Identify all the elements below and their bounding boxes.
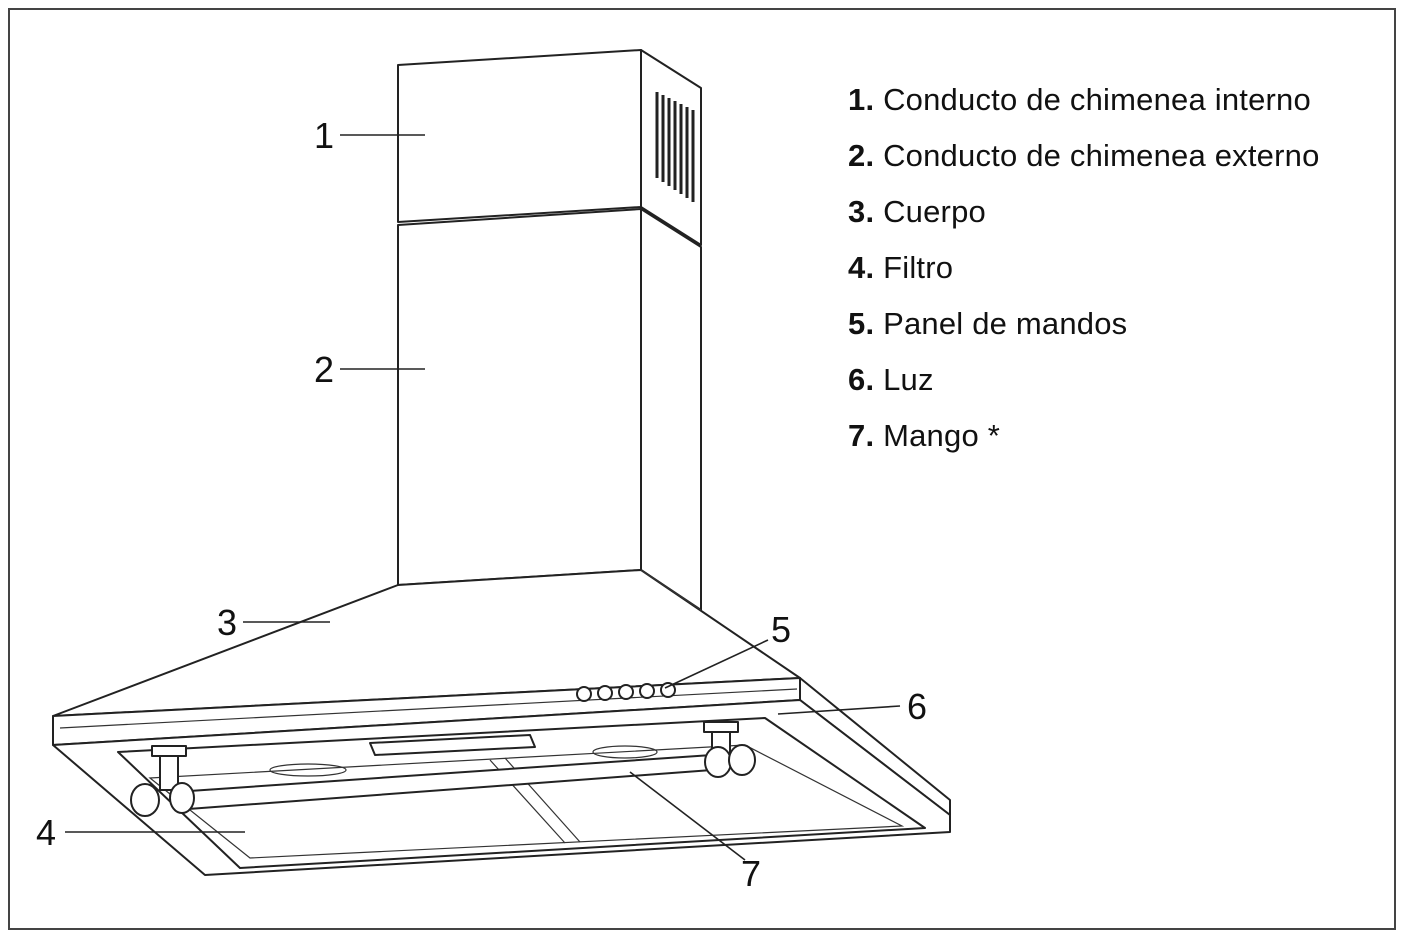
callout-3: 3: [217, 602, 237, 643]
callout-2: 2: [314, 349, 334, 390]
legend-item: 5. Panel de mandos: [848, 306, 1128, 341]
legend-item: 4. Filtro: [848, 250, 954, 285]
legend-item: 2. Conducto de chimenea externo: [848, 138, 1320, 173]
callout-4: 4: [36, 812, 56, 853]
parts-legend: 1. Conducto de chimenea interno 2. Condu…: [848, 82, 1320, 474]
callout-7: 7: [741, 853, 761, 894]
callout-1: 1: [314, 115, 334, 156]
callout-6: 6: [907, 686, 927, 727]
outer-chimney-duct: [397, 208, 702, 611]
diagram-frame: [8, 8, 1396, 930]
legend-item: 3. Cuerpo: [848, 194, 986, 229]
vent-slots: [655, 92, 695, 202]
legend-item: 7. Mango *: [848, 418, 1000, 453]
callout-leaders: [65, 134, 901, 861]
handle-bar: [130, 721, 756, 817]
control-knobs: [576, 682, 676, 702]
legend-item: 1. Conducto de chimenea interno: [848, 82, 1311, 117]
legend-item: 6. Luz: [848, 362, 934, 397]
callout-5: 5: [771, 609, 791, 650]
